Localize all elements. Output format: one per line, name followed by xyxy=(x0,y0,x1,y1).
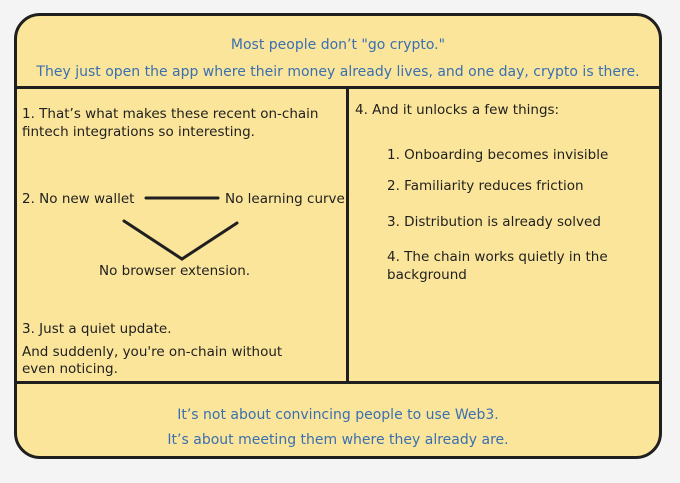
point-2-label: 2. No new wallet xyxy=(22,191,135,207)
list-item-2: 2. Familiarity reduces friction xyxy=(387,178,584,194)
list-item-1: 1. Onboarding becomes invisible xyxy=(387,147,609,163)
point-3-line-3: even noticing. xyxy=(22,361,118,377)
list-item-4-line-1: 4. The chain works quietly in the xyxy=(387,249,608,265)
list-item-4-line-2: background xyxy=(387,267,467,283)
column-divider xyxy=(346,86,349,384)
point-2-right-label: No learning curve xyxy=(225,191,345,207)
point-2-bottom-label: No browser extension. xyxy=(99,263,251,279)
point-1-line-1: 1. That’s what makes these recent on-cha… xyxy=(22,106,319,122)
connector-lines xyxy=(122,196,239,261)
point-3-line-2: And suddenly, you're on-chain without xyxy=(22,344,283,360)
footer-line-1: It’s not about convincing people to use … xyxy=(177,407,499,423)
header-divider xyxy=(17,86,659,89)
header-line-1: Most people don’t "go crypto." xyxy=(230,37,446,53)
connector-left-diagonal xyxy=(122,219,184,261)
footer-divider xyxy=(17,381,659,384)
list-item-3: 3. Distribution is already solved xyxy=(387,214,601,230)
point-3-line-1: 3. Just a quiet update. xyxy=(22,321,172,337)
card: Most people don’t "go crypto." They just… xyxy=(14,13,662,459)
footer-line-2: It’s about meeting them where they alrea… xyxy=(167,432,509,448)
connector-right-diagonal xyxy=(180,221,239,261)
point-1-line-2: fintech integrations so interesting. xyxy=(22,124,255,140)
header-line-2: They just open the app where their money… xyxy=(36,64,640,80)
point-4-title: 4. And it unlocks a few things: xyxy=(355,102,560,118)
